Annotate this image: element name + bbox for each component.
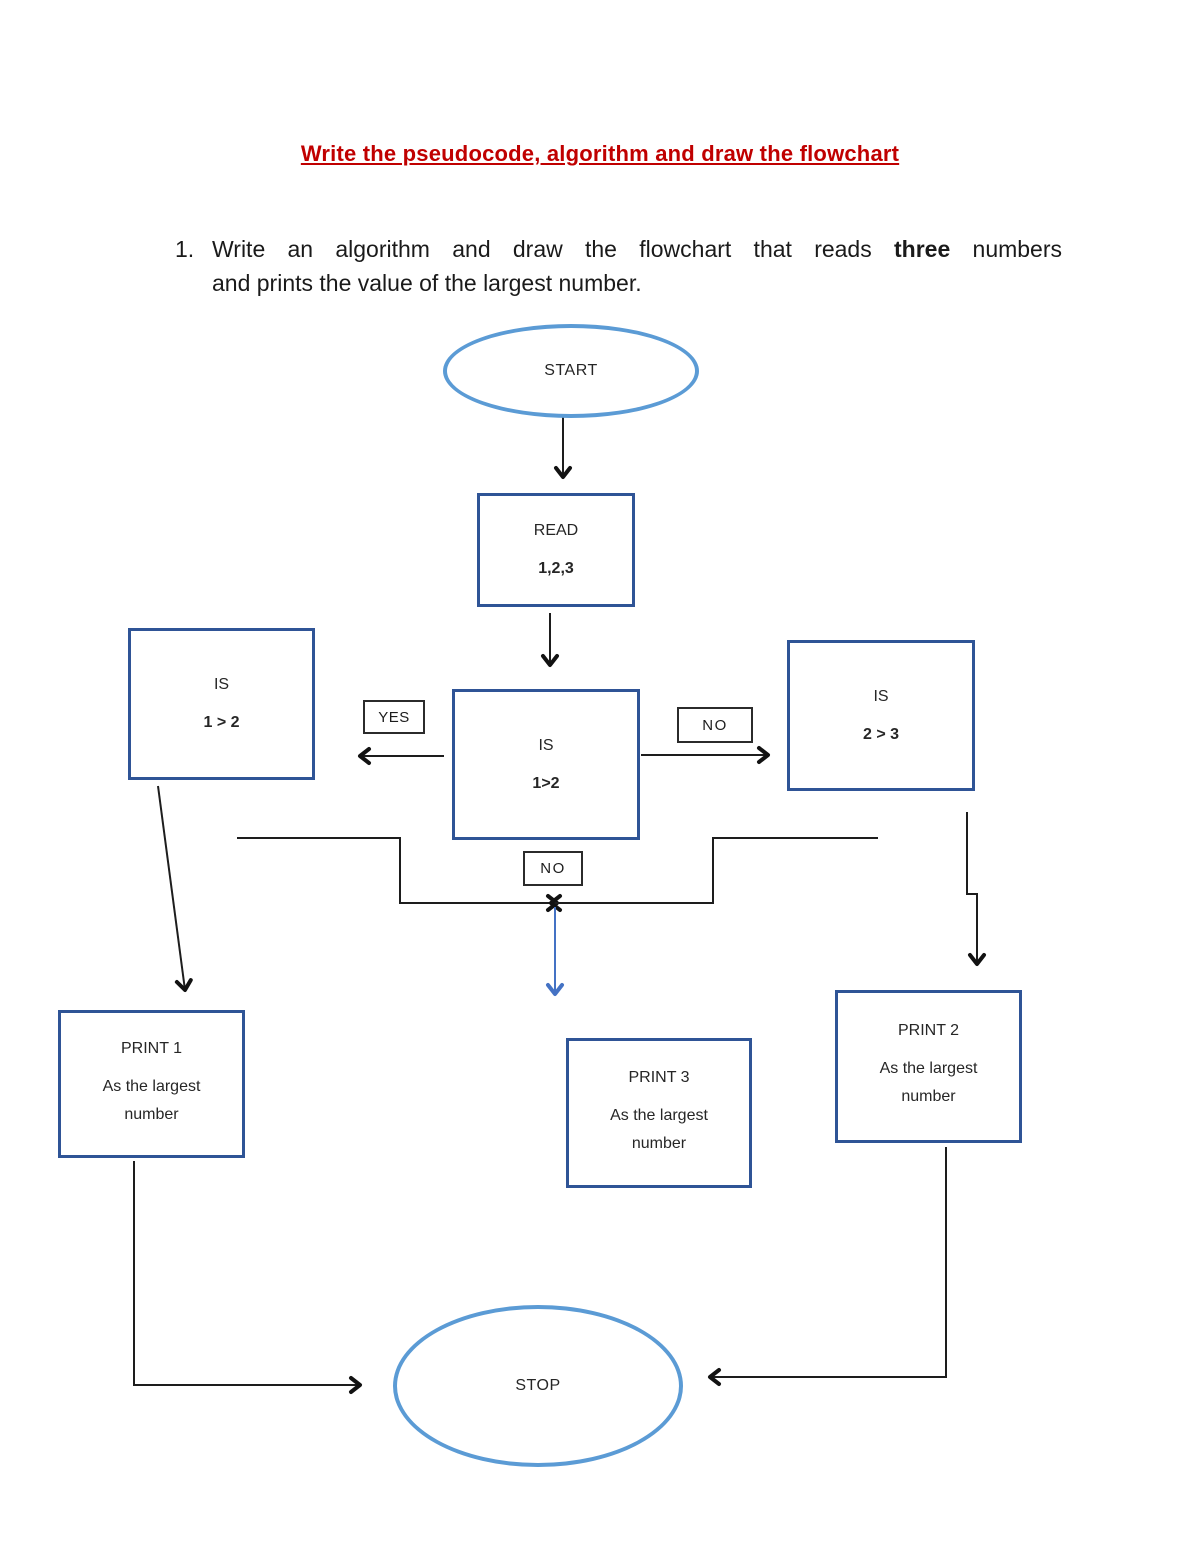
stop-terminator: STOP [393,1305,683,1467]
page-title: Write the pseudocode, algorithm and draw… [300,141,900,166]
yes-label: YES [363,700,425,734]
print1-text: As the largest number [103,1073,201,1129]
decision-center-line1: IS [538,736,554,754]
decision-left-box: IS 1 > 2 [128,628,315,780]
connector-print1-to-stop [133,1161,362,1394]
read-values: 1,2,3 [538,560,574,577]
no-label-bottom: NO [523,851,583,886]
decision-left-line2: 1 > 2 [203,714,240,731]
print3-label: PRINT 3 [628,1068,690,1086]
print1-text-line1: As the largest [102,1077,201,1095]
print2-text-line1: As the largest [879,1060,978,1077]
arrow-left-decision-to-print1 [157,785,193,992]
print2-text-line2: number [901,1088,956,1105]
elbow-connector-left [237,837,559,912]
print1-box: PRINT 1 As the largest number [58,1010,245,1158]
print3-text-line1: As the largest [610,1106,708,1124]
print1-text-line2: number [124,1105,179,1123]
print3-box: PRINT 3 As the largest number [566,1038,752,1188]
question-text: Write an algorithm and draw the flowchar… [212,232,1062,300]
question-text-after: numbers [950,236,1063,262]
read-process-box: READ 1,2,3 [477,493,635,607]
decision-left-line1: IS [213,676,230,693]
decision-right-line2: 2 > 3 [862,725,900,743]
question-bold-word: three [894,236,951,262]
print3-text-line2: number [631,1134,687,1152]
print1-label: PRINT 1 [120,1039,183,1057]
decision-center-box: IS 1>2 [452,689,640,840]
print2-text: As the largest number [880,1055,978,1111]
print2-label: PRINT 2 [897,1022,960,1039]
stop-label: STOP [515,1377,561,1394]
decision-right-line1: IS [873,687,889,705]
question-line-2: and prints the value of the largest numb… [212,270,642,296]
question-text-before: Write an algorithm and draw the flowchar… [212,236,894,262]
read-label: READ [533,522,579,539]
question-number: 1. [175,236,195,262]
decision-center-line2: 1>2 [532,774,560,792]
decision-right-box: IS 2 > 3 [787,640,975,791]
question-line-1: Write an algorithm and draw the flowchar… [212,232,1062,266]
connector-print2-to-stop [708,1147,947,1386]
elbow-connector-right [549,837,878,912]
question-item: 1. Write an algorithm and draw the flowc… [175,232,1062,300]
arrow-right-decision-to-print2 [966,812,986,966]
print3-text: As the largest number [610,1102,708,1158]
start-label: START [544,362,598,379]
no-label-right: NO [677,707,753,743]
start-terminator: START [443,324,699,418]
print2-box: PRINT 2 As the largest number [835,990,1022,1143]
